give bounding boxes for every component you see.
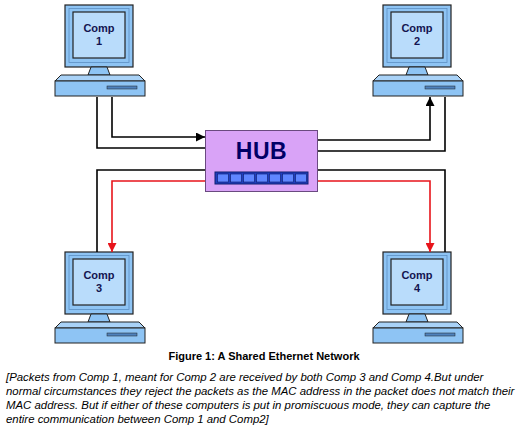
monitor-stand [406, 67, 428, 75]
figure-caption: Figure 1: A Shared Ethernet Network [0, 350, 528, 362]
monitor-screen [73, 12, 125, 58]
hub-port [244, 174, 255, 182]
monitor-bevel [387, 9, 447, 63]
hub-port [257, 174, 268, 182]
cable-line [97, 97, 205, 148]
hub-body [206, 131, 318, 192]
computer-outline [55, 252, 145, 344]
monitor-frame [65, 5, 133, 67]
monitor-stand [88, 314, 110, 322]
case-front [55, 81, 145, 96]
drive-slot [425, 333, 455, 336]
case-top [373, 322, 463, 328]
monitor-screen [73, 259, 125, 305]
computer-label: Comp 1 [83, 22, 114, 48]
computer-outline [373, 5, 463, 97]
hub-port [283, 174, 294, 182]
case-front [373, 81, 463, 96]
monitor-bevel [69, 9, 129, 63]
computer-node: Comp 2 [373, 5, 463, 97]
hub-label: HUB [236, 138, 287, 164]
screen-text-area: Comp 2 [391, 12, 443, 58]
computer-label: Comp 4 [401, 269, 432, 295]
monitor-bevel [69, 256, 129, 310]
monitor-screen [391, 12, 443, 58]
monitor-frame [65, 252, 133, 314]
monitor-stand [88, 67, 110, 75]
computer-outline [373, 252, 463, 344]
network-cable [97, 170, 205, 252]
computer-node: Comp 1 [55, 5, 145, 97]
screen-text-area: Comp 4 [391, 259, 443, 305]
cable-line [97, 170, 205, 252]
monitor-frame [383, 5, 451, 67]
monitor-bevel [387, 256, 447, 310]
signal-line [112, 181, 205, 252]
network-cable [318, 97, 445, 151]
hub-port [218, 174, 229, 182]
computer-node: Comp 3 [55, 252, 145, 344]
monitor-frame [383, 252, 451, 314]
case-front [55, 328, 145, 343]
hub-text-area: HUB [205, 132, 318, 170]
port-strip [215, 172, 308, 184]
computer-label: Comp 3 [83, 269, 114, 295]
case-top [55, 75, 145, 81]
signal-line [112, 97, 205, 137]
screen-text-area: Comp 1 [73, 12, 125, 58]
computer-outline [55, 5, 145, 97]
screen-text-area: Comp 3 [73, 259, 125, 305]
case-front [373, 328, 463, 343]
note-text: [Packets from Comp 1, meant for Comp 2 a… [6, 370, 520, 426]
case-top [373, 75, 463, 81]
hub-port [296, 174, 307, 182]
hub-port [231, 174, 242, 182]
monitor-screen [391, 259, 443, 305]
computer-label: Comp 2 [401, 22, 432, 48]
computer-node: Comp 4 [373, 252, 463, 344]
drive-slot [107, 86, 137, 89]
drive-slot [107, 333, 137, 336]
cable-line [318, 97, 445, 151]
network-cable [318, 170, 445, 252]
cable-line [318, 170, 445, 252]
drive-slot [425, 86, 455, 89]
hub-port [270, 174, 281, 182]
signal-line [318, 181, 430, 252]
network-cable [97, 97, 205, 148]
signal-line [318, 97, 430, 140]
case-top [55, 322, 145, 328]
hub-node: HUB [205, 130, 318, 192]
monitor-stand [406, 314, 428, 322]
